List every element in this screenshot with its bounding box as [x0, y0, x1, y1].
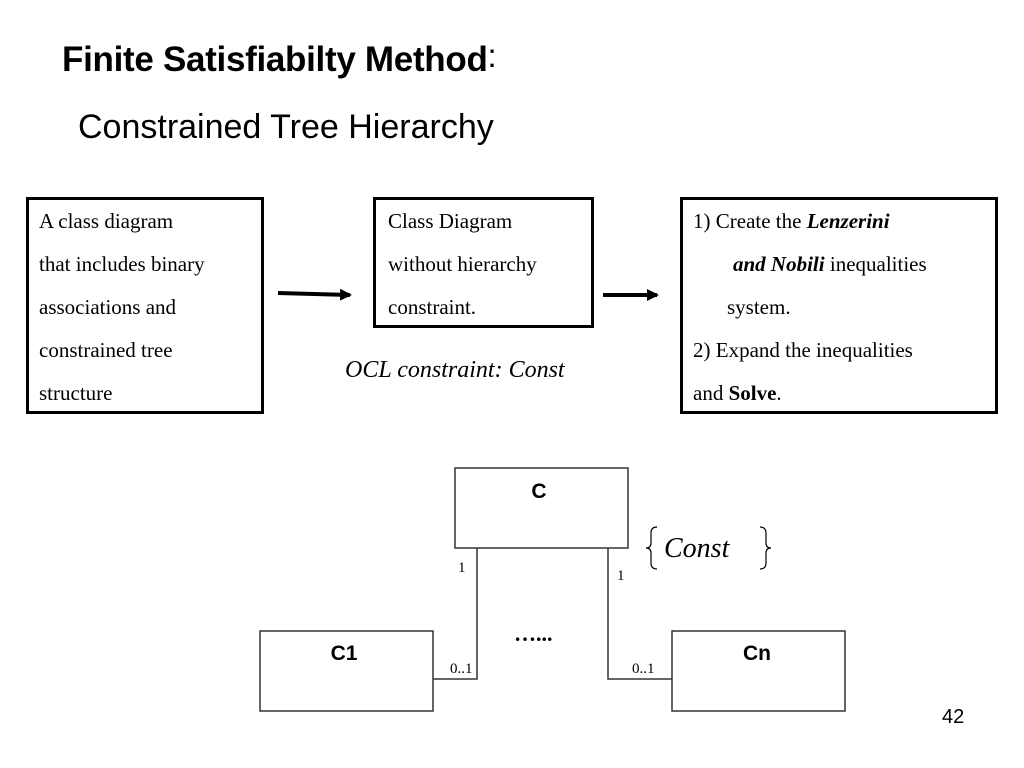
multiplicity-bottom-right: 0..1 [632, 661, 655, 677]
association-c-c1 [433, 548, 478, 680]
uml-class-cn: Cn [671, 630, 846, 712]
box-right-line-4: 2) Expand the inequalities [693, 338, 913, 362]
step1-prefix: 1) Create the [693, 209, 807, 233]
box-right-line-2: and Nobili inequalities [693, 243, 995, 286]
slide-title: Finite Satisfiabilty Method: [62, 37, 497, 80]
more-classes-ellipsis: …... [514, 621, 553, 646]
lenzerini-name: Lenzerini [806, 209, 890, 233]
constraint-annotation: Const [645, 526, 772, 570]
box-left-line: structure [39, 381, 113, 405]
slide-title-colon: : [487, 37, 497, 74]
inequalities-box: 1) Create the Lenzerini and Nobili inequ… [680, 197, 998, 414]
box-left-line: constrained tree [39, 338, 173, 362]
nobili-name: and Nobili [733, 252, 825, 276]
class-cn-name: Cn [743, 642, 771, 665]
box-left-line: A class diagram [39, 209, 174, 233]
input-diagram-box: A class diagram that includes binary ass… [26, 197, 264, 414]
box-right-line-3: system. [727, 295, 791, 319]
class-c-name: C [531, 480, 546, 503]
multiplicity-top-right: 1 [617, 568, 625, 584]
page-number: 42 [942, 706, 965, 728]
step1-suffix: inequalities [824, 252, 927, 276]
box-left-line: associations and [39, 295, 177, 319]
multiplicity-bottom-left: 0..1 [450, 661, 473, 677]
box-mid-line: without hierarchy [388, 252, 537, 276]
box-right-line-1: 1) Create the Lenzerini [693, 200, 995, 243]
ocl-constraint-label: OCL constraint: Const [345, 357, 565, 383]
uml-class-c: C [454, 467, 629, 549]
uml-class-c1: C1 [259, 630, 434, 712]
close-brace [759, 526, 772, 570]
open-brace [645, 526, 658, 570]
slide-subtitle: Constrained Tree Hierarchy [78, 108, 494, 146]
solve-word: Solve [728, 381, 777, 405]
class-c1-name: C1 [331, 642, 358, 665]
box-mid-line: Class Diagram [388, 209, 513, 233]
multiplicity-top-left: 1 [458, 560, 466, 576]
step2-suffix: . [776, 381, 782, 405]
constraint-name: Const [664, 533, 731, 564]
no-hierarchy-box: Class Diagram without hierarchy constrai… [373, 197, 594, 328]
box-right-line-5: and Solve. [693, 372, 995, 415]
slide-title-text: Finite Satisfiabilty Method [62, 40, 488, 79]
association-c-cn [607, 548, 672, 680]
box-left-line: that includes binary [39, 252, 205, 276]
flow-arrow-1 [277, 288, 352, 301]
box-mid-line: constraint. [388, 295, 477, 319]
step2-prefix: and [693, 381, 729, 405]
